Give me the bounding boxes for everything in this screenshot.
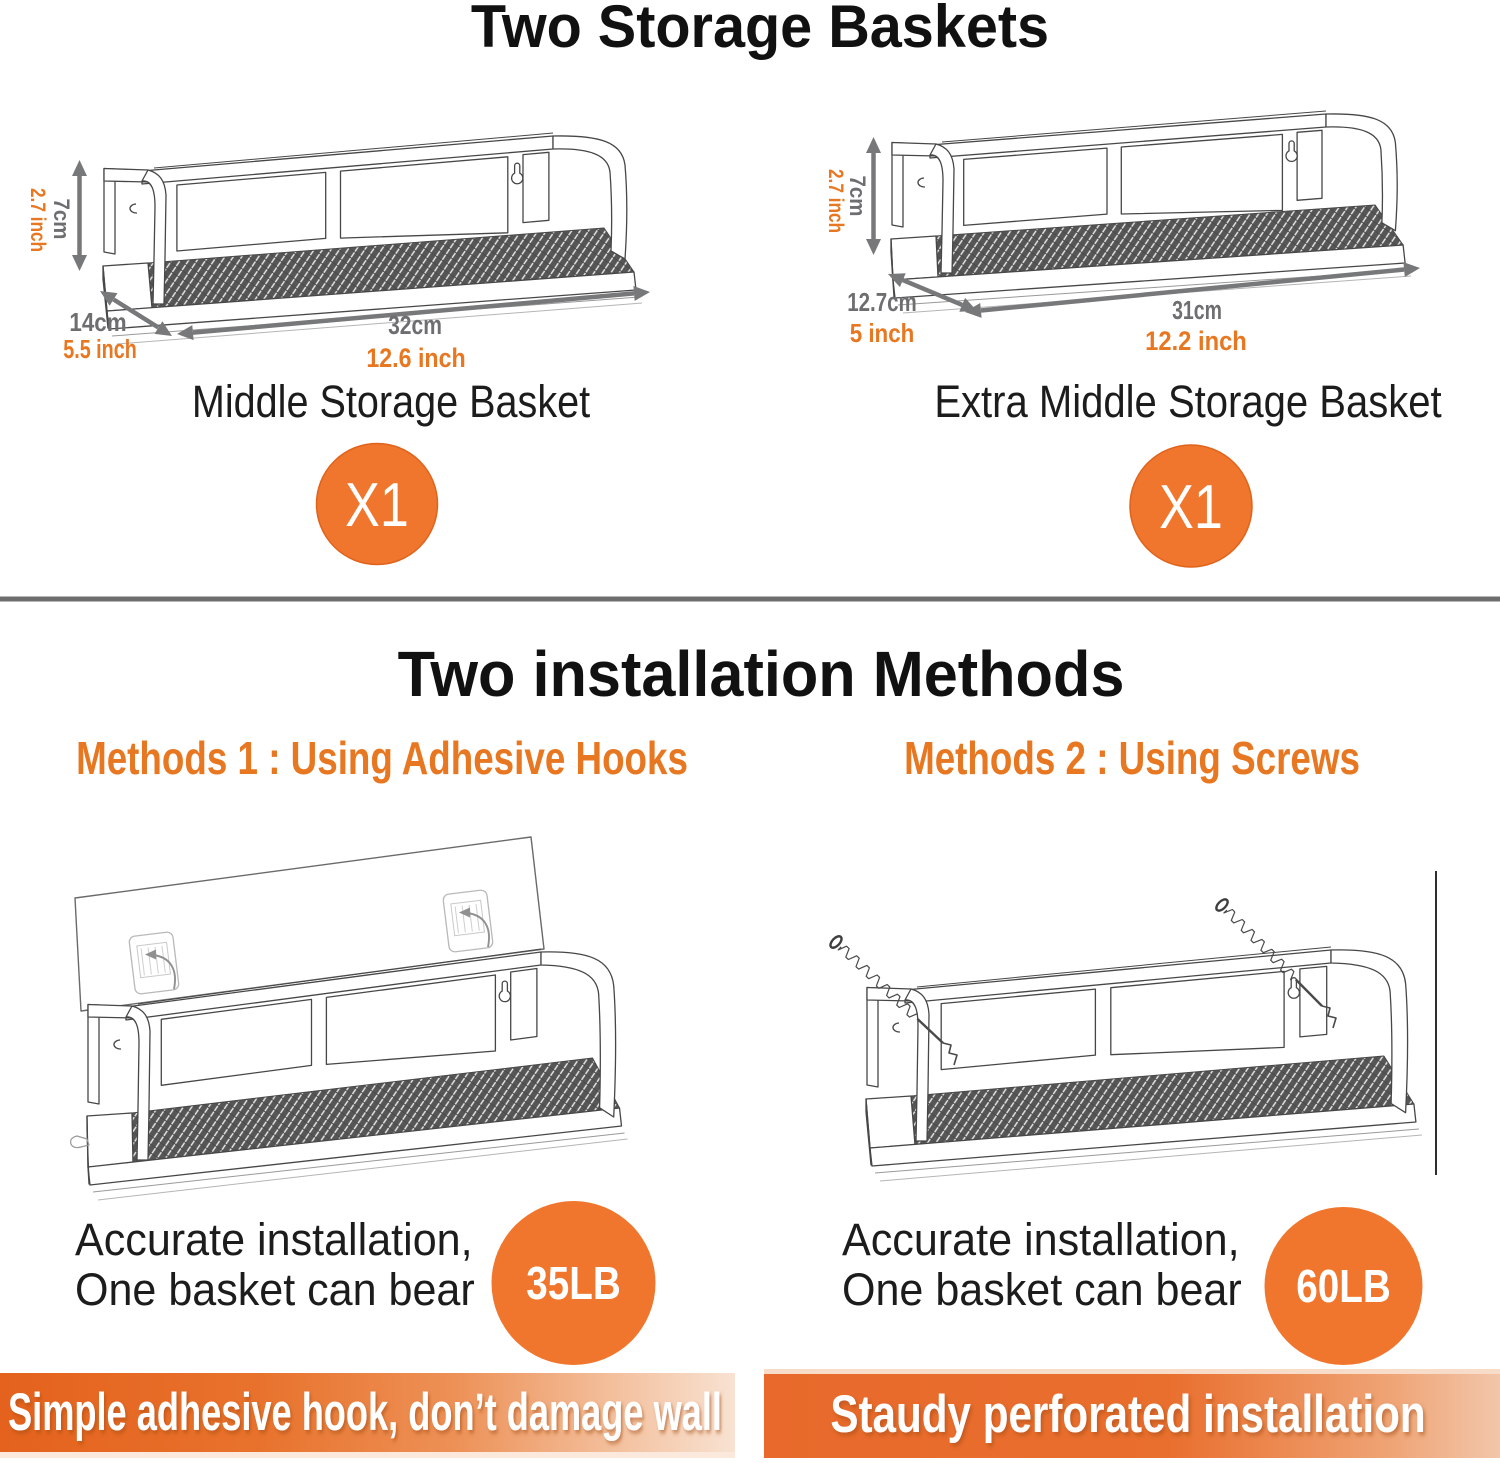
svg-text:Accurate installation,: Accurate installation,: [842, 1215, 1240, 1265]
svg-text:X1: X1: [1159, 473, 1223, 542]
svg-text:Two installation Methods: Two installation Methods: [398, 639, 1125, 711]
svg-text:35LB: 35LB: [526, 1258, 620, 1309]
svg-text:14cm: 14cm: [69, 308, 126, 337]
svg-text:One basket can bear: One basket can bear: [75, 1265, 475, 1315]
svg-text:7cm: 7cm: [845, 176, 870, 217]
svg-text:12.6 inch: 12.6 inch: [366, 343, 465, 373]
svg-text:32cm: 32cm: [388, 312, 442, 341]
svg-text:5.5 inch: 5.5 inch: [63, 334, 137, 363]
svg-text:31cm: 31cm: [1172, 295, 1222, 324]
svg-text:Extra Middle Storage Basket: Extra Middle Storage Basket: [934, 377, 1441, 428]
svg-text:12.7cm: 12.7cm: [847, 288, 917, 317]
svg-text:Methods 1 : Using Adhesive Hoo: Methods 1 : Using Adhesive Hooks: [76, 732, 688, 784]
svg-text:Methods 2 : Using Screws: Methods 2 : Using Screws: [904, 732, 1360, 784]
svg-text:60LB: 60LB: [1296, 1261, 1390, 1312]
svg-text:Middle Storage Basket: Middle Storage Basket: [192, 377, 591, 427]
svg-text:2.7 inch: 2.7 inch: [824, 169, 847, 233]
svg-text:Simple adhesive hook, don’t da: Simple adhesive hook, don’t damage wall: [8, 1382, 722, 1442]
svg-text:One basket can bear: One basket can bear: [842, 1265, 1242, 1315]
svg-text:7cm: 7cm: [49, 199, 74, 240]
svg-text:2.7 inch: 2.7 inch: [26, 188, 49, 252]
svg-text:X1: X1: [345, 471, 409, 540]
svg-text:Two Storage Baskets: Two Storage Baskets: [471, 0, 1049, 60]
svg-text:12.2 inch: 12.2 inch: [1145, 327, 1247, 357]
svg-text:Staudy perforated installation: Staudy perforated installation: [830, 1386, 1425, 1445]
svg-text:Accurate installation,: Accurate installation,: [75, 1215, 473, 1265]
svg-text:5 inch: 5 inch: [850, 319, 915, 348]
